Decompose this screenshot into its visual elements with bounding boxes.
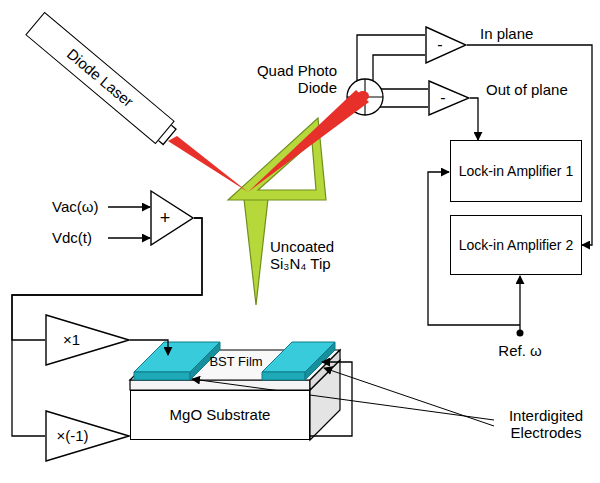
box-label: Lock-in Amplifier 2 [459, 237, 573, 253]
laser-diode: Diode Laser [25, 12, 175, 144]
substrate-box: MgO Substrate [130, 390, 310, 440]
amplifier-outline [151, 191, 193, 245]
lockin-box: Lock-in Amplifier 1 [450, 140, 582, 202]
electrode-front [134, 372, 190, 380]
amplifier-symbol: - [437, 36, 442, 54]
box-label: MgO Substrate [170, 406, 271, 423]
signal-name: Vac(ω) [52, 198, 108, 215]
electrode-side [305, 342, 335, 380]
amplifier-symbol: - [440, 89, 445, 107]
signal-wire [381, 88, 428, 89]
gain-amp: ×1 [45, 314, 130, 366]
laser-spot [357, 91, 369, 101]
signal-wire [357, 35, 425, 81]
lockin-box: Lock-in Amplifier 2 [450, 215, 582, 275]
signal-name: Ref. ω [492, 342, 548, 359]
component-label: Quad Photo Diode [232, 62, 337, 97]
box-label: Diode Laser [63, 45, 136, 110]
subtractor-amp: - [425, 26, 467, 64]
laser-beam [168, 136, 248, 192]
leader-line [324, 368, 494, 426]
afm-tip [244, 199, 268, 305]
amplifier-symbol: ×(-1) [56, 427, 88, 444]
amplifier-outline [46, 315, 129, 365]
amplifier-symbol: + [160, 208, 171, 229]
film-front [130, 380, 310, 390]
electrode-front [262, 372, 305, 380]
box-label: Lock-in Amplifier 1 [459, 163, 573, 179]
signal-connector [12, 218, 202, 340]
signal-name: In plane [478, 25, 535, 42]
gain-amp: ×(-1) [45, 410, 130, 462]
component-label: Interdigited Electrodes [498, 407, 594, 442]
drive-wire [130, 340, 168, 355]
input-wire [108, 206, 150, 207]
amplifier-triangle [45, 314, 130, 366]
amplifier-triangle [428, 80, 470, 116]
layer-label: BST Film [206, 355, 266, 370]
amplifier-outline [426, 27, 466, 63]
amplifier-outline [429, 81, 469, 115]
amplifier-symbol: ×1 [63, 331, 80, 348]
signal-wire [380, 106, 428, 107]
signal-wire [373, 55, 425, 81]
signal-name: Out of plane [484, 81, 570, 98]
laser-beam [248, 90, 369, 192]
summing-amp: + [150, 190, 194, 246]
amplifier-triangle [150, 190, 194, 246]
amplifier-outline [46, 411, 129, 461]
component-label: Uncoated Si₃N₄ Tip [270, 238, 358, 273]
cantilever [228, 118, 326, 200]
subtractor-amp: - [428, 80, 470, 116]
signal-name: Vdc(t) [52, 229, 108, 246]
amplifier-triangle [425, 26, 467, 64]
input-wire [108, 237, 150, 238]
signal-connector [470, 98, 478, 140]
